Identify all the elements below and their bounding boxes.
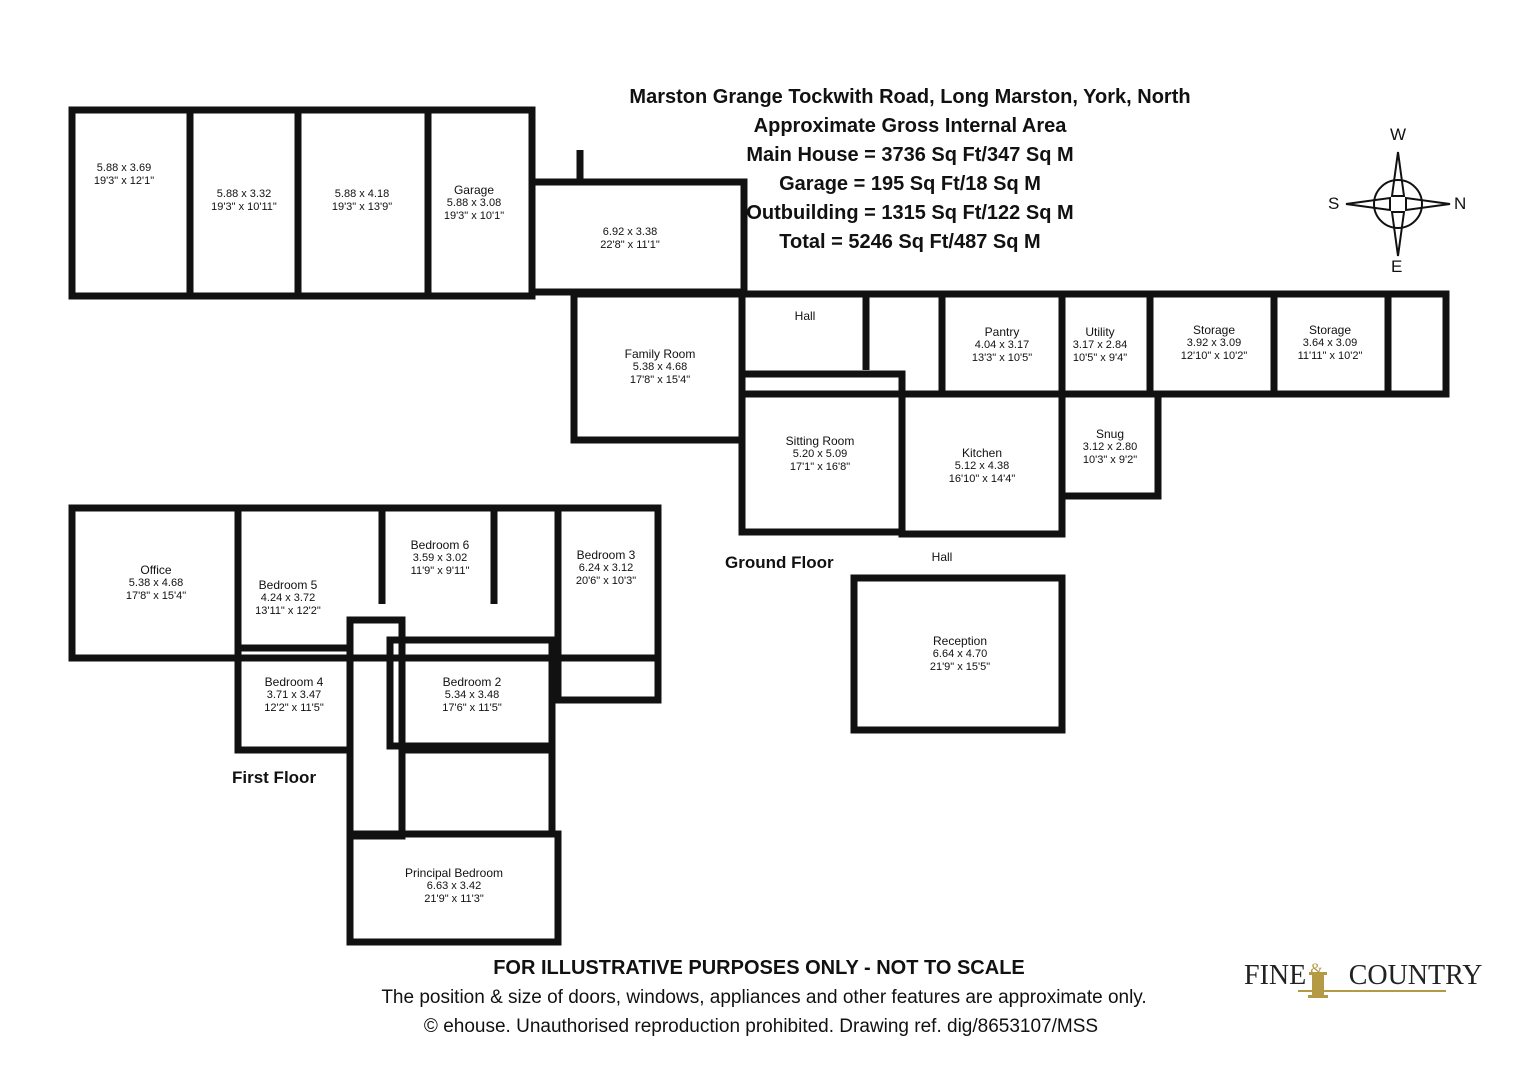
brand-underline: [1298, 990, 1446, 992]
compass-w: W: [1390, 125, 1407, 144]
compass-n: N: [1454, 194, 1467, 213]
room-label-hall-2: Hall: [931, 550, 953, 564]
property-title: Marston Grange Tockwith Road, Long Marst…: [629, 86, 1191, 108]
approximation-note: The position & size of doors, windows, a…: [381, 987, 1147, 1008]
outbuilding-area: Outbuilding = 1315 Sq Ft/122 Sq M: [746, 202, 1074, 224]
compass-e: E: [1391, 257, 1403, 276]
first-floor-walls: [68, 504, 662, 946]
brand-country: Country: [1348, 960, 1483, 991]
area-subtitle: Approximate Gross Internal Area: [753, 115, 1067, 137]
brand-fine: Fine: [1244, 960, 1307, 991]
total-area: Total = 5246 Sq Ft/487 Sq M: [779, 231, 1041, 253]
first-floor-label: First Floor: [232, 768, 317, 787]
copyright-text: © ehouse. Unauthorised reproduction proh…: [423, 1016, 1099, 1037]
compass-icon: [1345, 151, 1451, 257]
room-label-hall: Hall: [794, 309, 816, 323]
area-header: Marston Grange Tockwith Road, Long Marst…: [560, 83, 1260, 257]
disclaimer-text: FOR ILLUSTRATIVE PURPOSES ONLY - NOT TO …: [493, 957, 1025, 979]
compass-s: S: [1328, 194, 1340, 213]
brand-logo: Fine& Country: [1244, 960, 1482, 992]
garage-area: Garage = 195 Sq Ft/18 Sq M: [779, 173, 1041, 195]
ground-floor-label: Ground Floor: [725, 553, 834, 572]
ground-floor-walls: [570, 290, 1450, 734]
brand-ampersand: &: [1310, 961, 1323, 978]
main-house-area: Main House = 3736 Sq Ft/347 Sq M: [746, 144, 1074, 166]
